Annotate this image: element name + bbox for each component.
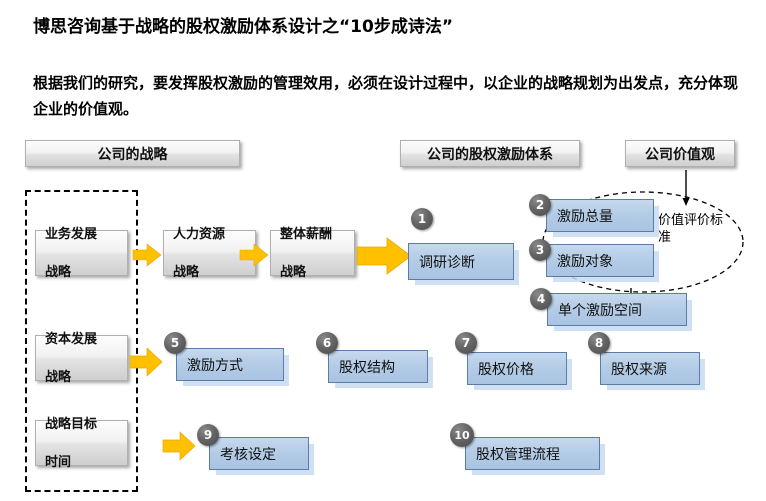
step-badge-8: 8 <box>588 332 610 354</box>
step-badge-7: 7 <box>455 332 477 354</box>
strategy-box-capital-development: 资本发展 战略 <box>35 332 128 385</box>
header-equity-incentive-system: 公司的股权激励体系 <box>400 140 580 167</box>
step-badge-1: 1 <box>411 208 433 230</box>
arrowhead-values-to-ellipse <box>682 198 690 206</box>
header-company-strategy: 公司的战略 <box>25 140 240 167</box>
arrow-strategy-to-hr <box>132 243 162 267</box>
dashed-ellipse-value-criteria <box>542 191 744 293</box>
arrow-hr-to-compensation <box>239 243 269 267</box>
step-box-7-equity-price[interactable]: 股权价格 <box>467 352 567 385</box>
arrow-time-to-step9 <box>162 431 196 461</box>
page-subtitle: 根据我们的研究，要发挥股权激励的管理效用，必须在设计过程中，以企业的战略规划为出… <box>33 74 739 118</box>
step-box-5-incentive-method[interactable]: 激励方式 <box>176 348 284 381</box>
value-evaluation-label: 价值评价标准 <box>658 213 724 245</box>
step-box-10-equity-management-process[interactable]: 股权管理流程 <box>465 437 600 470</box>
step-badge-6: 6 <box>316 332 338 354</box>
strategy-box-business-development: 业务发展 战略 <box>35 227 128 280</box>
step-box-8-equity-source[interactable]: 股权来源 <box>600 352 700 385</box>
step-badge-2: 2 <box>529 194 551 216</box>
strategy-box-strategic-goal-time: 战略目标 时间 <box>35 417 128 470</box>
arrow-compensation-to-step1 <box>356 237 412 275</box>
step-badge-5: 5 <box>164 332 186 354</box>
step-badge-4: 4 <box>530 288 552 310</box>
strategy-box-total-compensation: 整体薪酬 战略 <box>270 227 355 280</box>
step-box-4-individual-space[interactable]: 单个激励空间 <box>547 293 687 326</box>
step-box-3-incentive-targets[interactable]: 激励对象 <box>546 244 654 277</box>
step-badge-10: 10 <box>450 423 474 447</box>
step-box-6-equity-structure[interactable]: 股权结构 <box>328 350 428 383</box>
step-box-2-total-incentive[interactable]: 激励总量 <box>546 199 654 232</box>
step-box-9-assessment-setting[interactable]: 考核设定 <box>209 437 309 470</box>
step-box-1-research-diagnosis[interactable]: 调研诊断 <box>408 243 514 280</box>
step-badge-9: 9 <box>197 424 219 446</box>
page-title: 博思咨询基于战略的股权激励体系设计之“10步成诗法” <box>33 17 454 37</box>
arrow-capital-to-step5 <box>129 347 163 377</box>
strategy-dashed-container <box>25 190 138 492</box>
header-company-values: 公司价值观 <box>625 140 735 167</box>
step-badge-3: 3 <box>529 239 551 261</box>
